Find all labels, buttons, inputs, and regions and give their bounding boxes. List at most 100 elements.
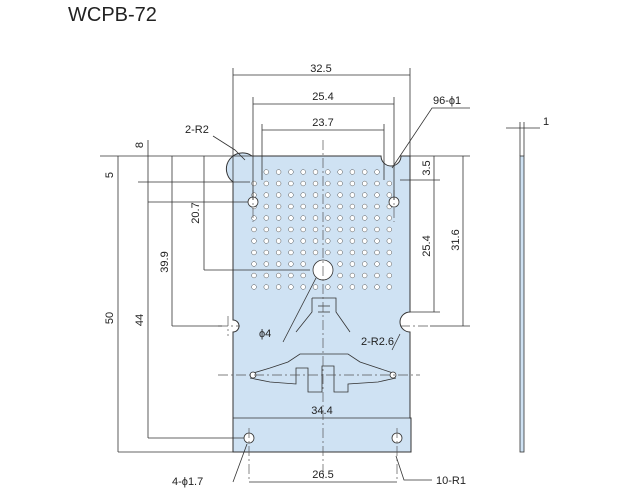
pin-hole bbox=[263, 203, 269, 210]
pin-hole bbox=[275, 249, 282, 256]
pin-hole bbox=[251, 238, 257, 244]
pin-hole bbox=[374, 203, 380, 210]
pin-hole bbox=[349, 249, 356, 256]
pin-hole bbox=[362, 180, 368, 187]
dim-3-5: 3.5 bbox=[421, 160, 433, 175]
pin-hole bbox=[251, 261, 257, 267]
dim-8: 8 bbox=[134, 142, 146, 148]
pin-hole bbox=[288, 215, 294, 221]
pin-hole bbox=[337, 203, 343, 210]
pin-hole bbox=[288, 261, 294, 267]
pin-hole bbox=[312, 238, 319, 244]
pin-hole bbox=[386, 261, 392, 267]
pin-hole bbox=[374, 215, 380, 221]
pin-hole bbox=[337, 169, 343, 175]
pin-hole bbox=[362, 284, 368, 290]
pin-hole bbox=[263, 272, 269, 279]
callout-2-r2-6: 2-R2.6 bbox=[361, 336, 394, 348]
pin-hole bbox=[349, 272, 356, 279]
dim-39-9: 39.9 bbox=[159, 251, 171, 272]
callout-4-hole: 4-ϕ1.7 bbox=[172, 476, 203, 488]
pin-hole bbox=[288, 272, 294, 279]
pin-hole bbox=[300, 203, 306, 210]
dim-25-4-vertical: 25.4 bbox=[421, 235, 433, 256]
dim-31-6: 31.6 bbox=[450, 229, 462, 250]
pin-hole bbox=[300, 192, 306, 198]
pin-hole bbox=[325, 226, 331, 233]
pin-hole bbox=[362, 261, 368, 267]
dim-25-4: 25.4 bbox=[312, 91, 333, 103]
pin-hole bbox=[263, 284, 269, 290]
pin-hole bbox=[349, 192, 356, 198]
pin-hole bbox=[362, 249, 368, 256]
pin-hole bbox=[374, 192, 380, 198]
pin-hole bbox=[386, 284, 392, 290]
pin-hole bbox=[251, 272, 257, 279]
pin-hole bbox=[251, 226, 257, 233]
pin-hole bbox=[263, 238, 269, 244]
pin-hole bbox=[386, 215, 392, 221]
pin-hole bbox=[337, 284, 343, 290]
pin-hole bbox=[362, 226, 368, 233]
pin-hole bbox=[300, 215, 306, 221]
pin-hole bbox=[263, 180, 269, 187]
pin-hole bbox=[288, 226, 294, 233]
pin-hole bbox=[312, 169, 319, 175]
callout-96-hole: 96-ϕ1 bbox=[433, 95, 461, 107]
pin-hole bbox=[325, 238, 331, 244]
pin-hole bbox=[251, 215, 257, 221]
pin-hole bbox=[337, 180, 343, 187]
pin-hole bbox=[288, 203, 294, 210]
pin-hole bbox=[312, 226, 319, 233]
callout-2-r2: 2-R2 bbox=[185, 124, 209, 136]
pin-hole bbox=[337, 272, 343, 279]
pin-hole bbox=[325, 203, 331, 210]
wave-spring bbox=[249, 353, 397, 393]
dim-50: 50 bbox=[104, 312, 116, 324]
dim-20-7: 20.7 bbox=[190, 202, 202, 223]
pin-hole bbox=[337, 192, 343, 198]
pin-hole bbox=[374, 169, 380, 175]
callout-10-r1: 10-R1 bbox=[436, 475, 466, 487]
pin-hole bbox=[300, 284, 306, 290]
dim-32-5: 32.5 bbox=[310, 63, 331, 75]
pin-hole bbox=[312, 284, 319, 290]
pin-hole bbox=[275, 192, 282, 198]
pin-hole bbox=[251, 249, 257, 256]
pin-hole bbox=[300, 238, 306, 244]
pin-hole bbox=[337, 226, 343, 233]
pin-hole bbox=[374, 261, 380, 267]
pin-hole bbox=[275, 284, 282, 290]
pin-hole bbox=[386, 238, 392, 244]
pin-hole bbox=[349, 238, 356, 244]
pin-hole bbox=[337, 238, 343, 244]
pin-hole bbox=[386, 180, 392, 187]
pin-hole bbox=[300, 272, 306, 279]
pin-hole bbox=[312, 180, 319, 187]
pin-hole bbox=[263, 215, 269, 221]
pin-hole bbox=[374, 226, 380, 233]
pin-hole bbox=[349, 261, 356, 267]
pin-hole bbox=[275, 226, 282, 233]
pin-hole bbox=[263, 226, 269, 233]
pin-hole bbox=[288, 192, 294, 198]
pin-hole bbox=[386, 272, 392, 279]
dim-5: 5 bbox=[104, 172, 116, 178]
pin-hole bbox=[312, 215, 319, 221]
pin-hole bbox=[300, 249, 306, 256]
pin-hole bbox=[362, 169, 368, 175]
spring-contact bbox=[295, 297, 351, 333]
pin-hole bbox=[300, 180, 306, 187]
pin-hole bbox=[263, 261, 269, 267]
drawing-title: WCPB-72 bbox=[68, 4, 157, 26]
pin-hole bbox=[251, 284, 257, 290]
pin-hole bbox=[362, 215, 368, 221]
pin-hole bbox=[337, 261, 343, 267]
pin-hole bbox=[312, 249, 319, 256]
pin-hole bbox=[362, 203, 368, 210]
pin-hole bbox=[275, 169, 282, 175]
pin-hole bbox=[337, 215, 343, 221]
pin-hole bbox=[275, 272, 282, 279]
dim-26-5: 26.5 bbox=[312, 469, 333, 481]
